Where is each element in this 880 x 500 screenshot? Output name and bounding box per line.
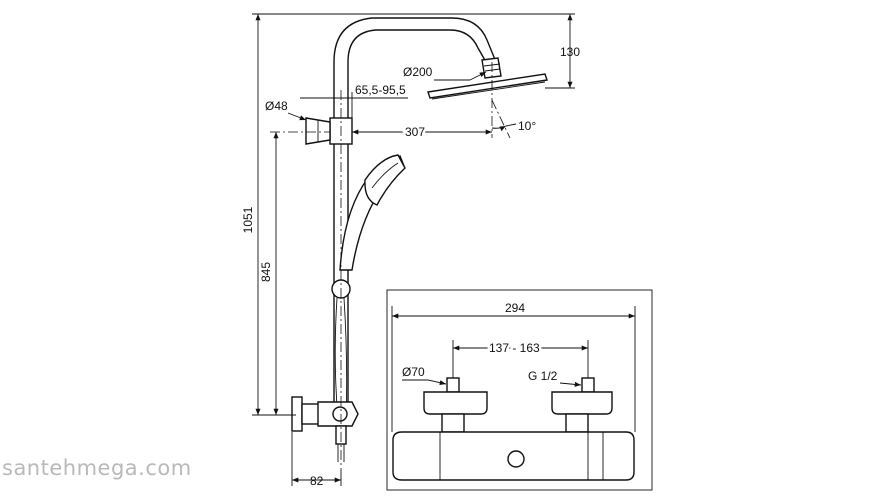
rail-diameter-label: Ø48 bbox=[265, 99, 288, 113]
wall-offset-label: 82 bbox=[310, 474, 324, 488]
pipe-spacing-label: 65,5-95,5 bbox=[355, 83, 406, 97]
thread-size-label: G 1/2 bbox=[528, 369, 558, 383]
thermostat-valve-side bbox=[291, 396, 359, 462]
mixer-width-label: 294 bbox=[505, 301, 525, 315]
watermark: santehmega.com bbox=[2, 456, 192, 480]
bracket-height-label: 845 bbox=[259, 262, 273, 282]
total-height-label: 1051 bbox=[241, 206, 255, 233]
shower-column bbox=[291, 17, 548, 462]
hand-shower bbox=[339, 154, 406, 271]
head-diameter-label: Ø200 bbox=[403, 65, 433, 79]
rain-shower-head bbox=[427, 73, 548, 100]
inlet-diameter-label: Ø70 bbox=[402, 365, 425, 379]
slider-bracket bbox=[305, 117, 353, 145]
connection-spacing-label: 137 - 163 bbox=[489, 341, 540, 355]
thermostat-mixer bbox=[392, 377, 635, 481]
mixer-frame bbox=[386, 289, 653, 491]
arm-length-label: 307 bbox=[405, 125, 425, 139]
outlet-port bbox=[507, 450, 525, 468]
head-height-label: 130 bbox=[560, 45, 580, 59]
tilt-angle-label: 10° bbox=[518, 119, 536, 133]
